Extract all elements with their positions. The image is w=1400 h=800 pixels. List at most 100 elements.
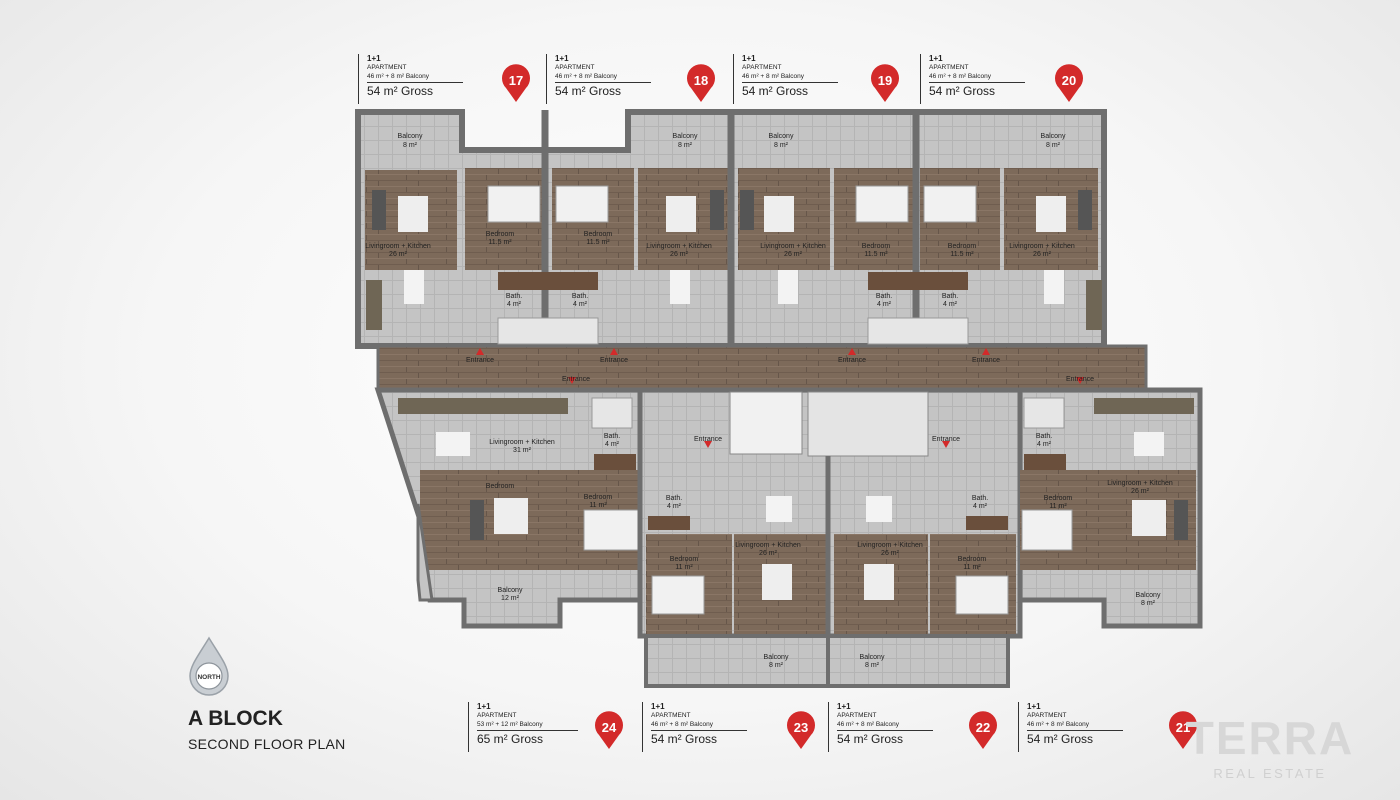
apt-area: 53 m² + 12 m² Balcony <box>477 720 578 731</box>
apt-card-24: 1+1 APARTMENT 53 m² + 12 m² Balcony 65 m… <box>468 702 578 752</box>
apt-kind: APARTMENT <box>929 64 969 71</box>
room-label: Entrance <box>600 357 628 364</box>
room-label: Balcony <box>1136 592 1161 599</box>
apt-pin-24: 24 <box>595 711 623 749</box>
room-label: Livingroom + Kitchen <box>646 243 712 250</box>
apt-type: 1+1 <box>651 702 665 711</box>
apt-pin-20: 20 <box>1055 64 1083 102</box>
apt-kind: APARTMENT <box>837 712 877 719</box>
room-label: Bath. <box>572 293 588 300</box>
room-label: 8 m² <box>769 662 784 669</box>
room-label: 26 m² <box>759 550 778 557</box>
room-label: Entrance <box>694 436 722 443</box>
room-label: 4 m² <box>973 503 988 510</box>
apt-gross: 54 m² Gross <box>837 732 904 746</box>
apt-kind: APARTMENT <box>1027 712 1067 719</box>
room-label: 8 m² <box>403 142 418 149</box>
room-label: 26 m² <box>784 251 803 258</box>
apt-kind: APARTMENT <box>651 712 691 719</box>
apt-pin-23: 23 <box>787 711 815 749</box>
room-label: 8 m² <box>1141 600 1156 607</box>
room-label: Livingroom + Kitchen <box>365 243 431 250</box>
room-label: 11 m² <box>589 502 607 509</box>
room-label: 11.5 m² <box>488 239 512 246</box>
apt-pin-21: 21 <box>1169 711 1197 749</box>
apt-area: 46 m² + 8 m² Balcony <box>651 720 747 731</box>
apt-gross: 54 m² Gross <box>1027 732 1094 746</box>
pin-number: 20 <box>1062 73 1076 88</box>
corridor <box>376 344 1148 392</box>
apt-pin-17: 17 <box>502 64 530 102</box>
pin-number: 19 <box>878 73 892 88</box>
apt-gross: 54 m² Gross <box>929 84 996 98</box>
apt-type: 1+1 <box>1027 702 1041 711</box>
room-labels: Balcony 8 m² Balcony 8 m² Balcony 8 m² B… <box>365 133 1173 669</box>
room-label: Bedroom <box>948 243 977 250</box>
apt-area: 46 m² + 8 m² Balcony <box>837 720 933 731</box>
apt-gross: 54 m² Gross <box>651 732 718 746</box>
apt-area: 46 m² + 8 m² Balcony <box>742 72 838 83</box>
room-label: Livingroom + Kitchen <box>1107 480 1173 487</box>
apt-type: 1+1 <box>477 702 491 711</box>
apt-card-20: 1+1 APARTMENT 46 m² + 8 m² Balcony 54 m²… <box>920 54 1025 104</box>
apt-type: 1+1 <box>837 702 851 711</box>
room-label: Bedroom <box>584 494 613 501</box>
room-label: Bath. <box>942 293 958 300</box>
brand-logo: TERRA REAL ESTATE <box>1186 712 1352 781</box>
apt-kind: APARTMENT <box>742 64 782 71</box>
pin-number: 23 <box>794 720 808 735</box>
pin-number: 24 <box>602 720 617 735</box>
room-label: 4 m² <box>943 301 958 308</box>
apt-kind: APARTMENT <box>477 712 517 719</box>
room-label: 8 m² <box>1046 142 1061 149</box>
room-label: Entrance <box>972 357 1000 364</box>
bottom-middle-wing <box>637 387 1023 688</box>
room-label: 11.5 m² <box>586 239 610 246</box>
room-label: 26 m² <box>881 550 900 557</box>
room-label: Bath. <box>876 293 892 300</box>
room-label: Bedroom <box>958 556 987 563</box>
apt-gross: 65 m² Gross <box>477 732 544 746</box>
room-label: Livingroom + Kitchen <box>489 439 555 446</box>
room-label: 11 m² <box>675 564 693 571</box>
room-label: Bath. <box>666 495 682 502</box>
apt-gross: 54 m² Gross <box>367 84 434 98</box>
apt-card-23: 1+1 APARTMENT 46 m² + 8 m² Balcony 54 m²… <box>642 702 747 752</box>
apt-type: 1+1 <box>555 54 569 63</box>
room-label: 4 m² <box>605 441 620 448</box>
room-label: Balcony <box>769 133 794 140</box>
room-label: Bedroom <box>670 556 699 563</box>
room-label: Balcony <box>398 133 423 140</box>
room-label: 4 m² <box>507 301 522 308</box>
apt-gross: 54 m² Gross <box>742 84 809 98</box>
apt-type: 1+1 <box>367 54 381 63</box>
room-label: 4 m² <box>573 301 588 308</box>
room-label: Entrance <box>466 357 494 364</box>
room-label: Entrance <box>932 436 960 443</box>
room-label: Bath. <box>604 433 620 440</box>
room-label: 26 m² <box>1131 488 1150 495</box>
room-label: 11 m² <box>1049 503 1067 510</box>
room-label: Balcony <box>498 587 523 594</box>
apt-kind: APARTMENT <box>367 64 407 71</box>
plan-subtitle: SECOND FLOOR PLAN <box>188 736 346 752</box>
room-label: Bedroom <box>584 231 613 238</box>
apt-pin-19: 19 <box>871 64 899 102</box>
apt-pin-22: 22 <box>969 711 997 749</box>
room-label: Bedroom <box>862 243 891 250</box>
room-label: 4 m² <box>667 503 682 510</box>
apt-card-21: 1+1 APARTMENT 46 m² + 8 m² Balcony 54 m²… <box>1018 702 1123 752</box>
room-label: 4 m² <box>1037 441 1052 448</box>
room-label: 11.5 m² <box>950 251 974 258</box>
bottom-left-wing <box>374 387 643 629</box>
apt-type: 1+1 <box>929 54 943 63</box>
room-label: Bedroom <box>486 231 515 238</box>
apt-type: 1+1 <box>742 54 756 63</box>
room-label: Entrance <box>838 357 866 364</box>
apt-area: 46 m² + 8 m² Balcony <box>555 72 651 83</box>
room-label: 8 m² <box>865 662 880 669</box>
pin-number: 17 <box>509 73 523 88</box>
room-label: Livingroom + Kitchen <box>760 243 826 250</box>
room-label: Balcony <box>673 133 698 140</box>
